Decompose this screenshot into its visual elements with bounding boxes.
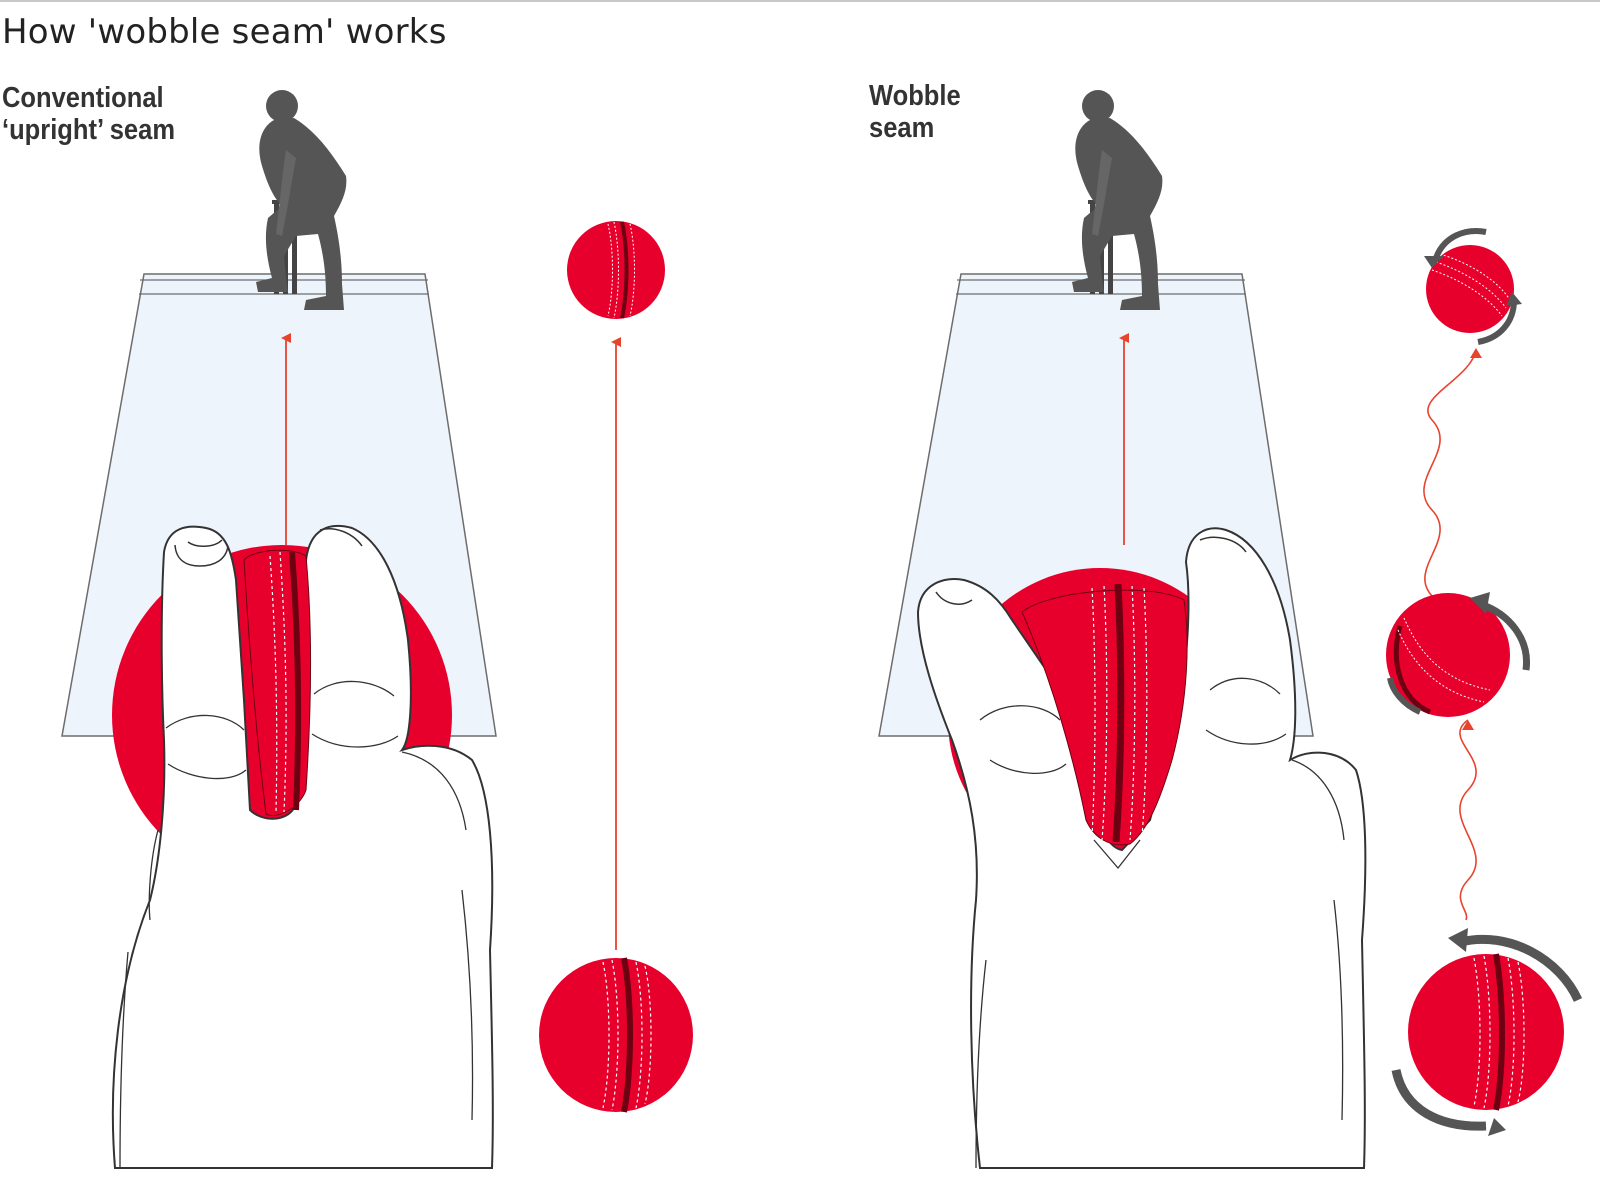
trajectory-arrowhead: [1462, 720, 1474, 730]
ball-seam-strip: [1021, 583, 1188, 846]
panel-wobble: [878, 90, 1583, 1169]
hand-grip-icon: [916, 527, 1367, 1169]
panel-label-line: ‘upright’ seam: [2, 114, 176, 146]
wobble-trajectory: [1423, 349, 1477, 599]
rotation-arrow-icon: [1424, 228, 1522, 345]
panel-label-wobble: Wobble seam: [869, 80, 961, 144]
panel-label-line: seam: [869, 112, 935, 144]
panel-conventional: [61, 90, 693, 1169]
cricket-ball-icon: [1408, 953, 1564, 1111]
panel-label-line: Wobble: [869, 80, 961, 112]
trajectory-arrowhead: [1470, 348, 1482, 358]
panel-label-line: Conventional: [2, 82, 164, 114]
ball-seam-strip: [243, 549, 311, 816]
page-title: How 'wobble seam' works: [2, 12, 447, 52]
rotation-arrow-icon: [1391, 928, 1583, 1136]
panel-label-conventional: Conventional ‘upright’ seam: [2, 82, 175, 146]
wobble-trajectory: [1459, 719, 1477, 921]
cricket-ball-icon: [567, 221, 665, 319]
cricket-ball-icon: [1386, 593, 1510, 717]
top-rule: [0, 0, 1600, 2]
rotation-arrow-icon: [1387, 592, 1530, 715]
cricket-ball-icon: [539, 957, 693, 1113]
cricket-ball-icon: [1426, 245, 1514, 333]
